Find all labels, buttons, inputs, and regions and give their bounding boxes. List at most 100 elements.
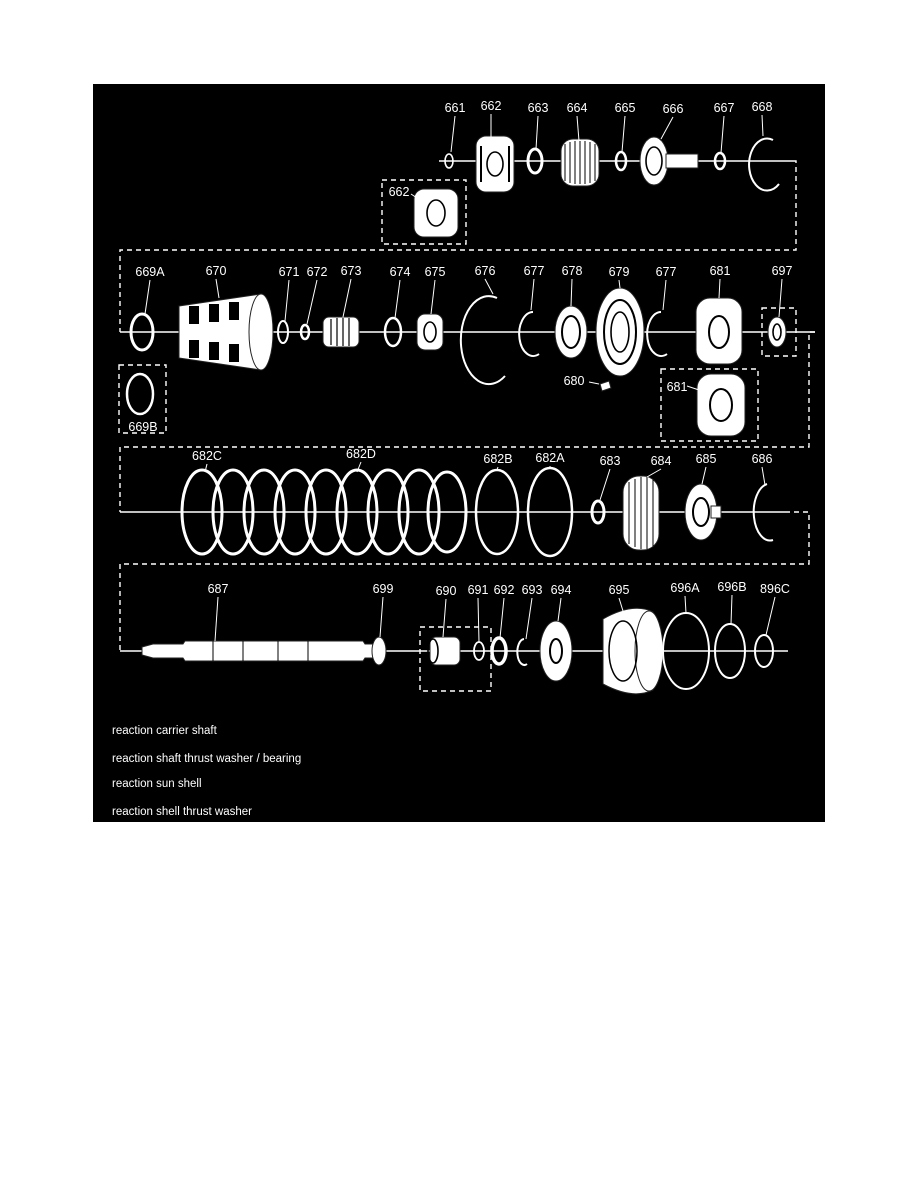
row-4-parts: [141, 607, 774, 695]
part-681-carrier-alt: [696, 373, 746, 437]
label-666: 666: [663, 102, 684, 116]
part-678-bearing: [554, 305, 588, 359]
part-663-bearing: [526, 147, 544, 175]
label-669B: 669B: [128, 420, 157, 434]
part-671-ring: [277, 320, 289, 344]
label-669A: 669A: [135, 265, 165, 279]
caption-list: reaction carrier shaft reaction shaft th…: [112, 725, 301, 818]
part-682D-plate-5: [426, 470, 468, 554]
part-679-ring-gear: [595, 287, 645, 377]
label-661: 661: [445, 101, 466, 115]
label-692: 692: [494, 583, 515, 597]
part-672-washer: [299, 323, 311, 341]
label-676: 676: [475, 264, 496, 278]
label-678: 678: [562, 264, 583, 278]
part-labels-row-3: 682C 682D 682B 682A 683 684 685 686: [192, 447, 773, 501]
label-694: 694: [551, 583, 572, 597]
part-662-carrier-alt: [413, 188, 459, 238]
row-3-parts: [180, 466, 774, 558]
part-676-snap-ring: [459, 295, 506, 386]
row-1-parts: [381, 135, 780, 245]
caption-reaction-sun-shell: reaction sun shell: [112, 778, 202, 790]
part-693-snap-ring: [516, 638, 528, 666]
label-691: 691: [468, 583, 489, 597]
part-682C-plate-2: [211, 468, 255, 556]
label-685: 685: [696, 452, 717, 466]
label-683: 683: [600, 454, 621, 468]
label-679: 679: [609, 265, 630, 279]
part-682D-plate-1: [304, 468, 348, 556]
label-686: 686: [752, 452, 773, 466]
part-896C-seal: [754, 634, 774, 668]
row-2-parts: [118, 287, 797, 442]
part-687-carrier-shaft: [141, 640, 374, 662]
part-684-gear: [622, 475, 660, 551]
label-682D: 682D: [346, 447, 376, 461]
label-695: 695: [609, 583, 630, 597]
label-681: 681: [710, 264, 731, 278]
label-670: 670: [206, 264, 227, 278]
label-699: 699: [373, 582, 394, 596]
label-675: 675: [425, 265, 446, 279]
part-675-bearing: [416, 313, 444, 351]
label-677-b: 677: [656, 265, 677, 279]
part-674-washer: [383, 316, 403, 348]
part-695-housing: [602, 607, 664, 695]
label-663: 663: [528, 101, 549, 115]
part-667-bushing: [713, 151, 727, 171]
exploded-parts-diagram: 661 662 663 664 665 666 667 668 662 669A…: [93, 84, 825, 822]
part-682C-plate-1: [180, 468, 224, 556]
label-687: 687: [208, 582, 229, 596]
label-693: 693: [522, 583, 543, 597]
part-686-snap-ring: [752, 483, 774, 542]
inset-box-697: [761, 307, 797, 357]
part-680-pin: [599, 380, 612, 392]
part-668-snap-ring: [748, 137, 780, 192]
label-664: 664: [567, 101, 588, 115]
part-696B-seal: [714, 623, 746, 679]
label-662-inset: 662: [389, 185, 410, 199]
label-696A: 696A: [670, 581, 700, 595]
label-671: 671: [279, 265, 300, 279]
part-661-washer: [444, 153, 454, 169]
part-697-bearing: [767, 316, 787, 348]
label-682A: 682A: [535, 451, 565, 465]
part-665-washer: [614, 150, 628, 172]
part-685-hub: [684, 483, 722, 541]
part-682C-plate-3: [242, 468, 286, 556]
part-682D-plate-2: [335, 468, 379, 556]
label-682B: 682B: [483, 452, 512, 466]
part-662-carrier: [475, 135, 515, 193]
part-labels-row-1: 661 662 663 664 665 666 667 668 662: [389, 99, 773, 203]
label-665: 665: [615, 101, 636, 115]
part-664-gear: [560, 138, 600, 187]
part-682D-plate-4: [397, 468, 441, 556]
part-669B-washer: [125, 372, 155, 416]
part-694-sun-gear: [539, 620, 573, 682]
caption-reaction-shell-thrust-washer: reaction shell thrust washer: [112, 806, 252, 818]
caption-reaction-shaft-thrust-washer: reaction shaft thrust washer / bearing: [112, 753, 301, 765]
part-683-washer: [590, 499, 606, 525]
part-690-bushing: [427, 636, 461, 666]
label-668: 668: [752, 100, 773, 114]
label-684: 684: [651, 454, 672, 468]
part-670-shell: [178, 293, 274, 371]
label-662: 662: [481, 99, 502, 113]
label-690: 690: [436, 584, 457, 598]
label-667: 667: [714, 101, 735, 115]
part-682C-plate-4: [273, 468, 317, 556]
inset-box-669B: [118, 364, 167, 434]
label-674: 674: [390, 265, 411, 279]
label-672: 672: [307, 265, 328, 279]
part-692-bearing: [490, 636, 508, 666]
inset-box-690: [419, 626, 492, 692]
inset-box-681: [660, 368, 759, 442]
part-681-carrier: [695, 297, 743, 365]
part-677-snap-ring: [518, 311, 540, 357]
label-896C: 896C: [760, 582, 790, 596]
part-673-needle-bearing: [322, 316, 360, 348]
part-666-sun-gear: [639, 136, 699, 186]
label-677: 677: [524, 264, 545, 278]
label-680: 680: [564, 374, 585, 388]
part-669A-washer: [129, 312, 155, 352]
